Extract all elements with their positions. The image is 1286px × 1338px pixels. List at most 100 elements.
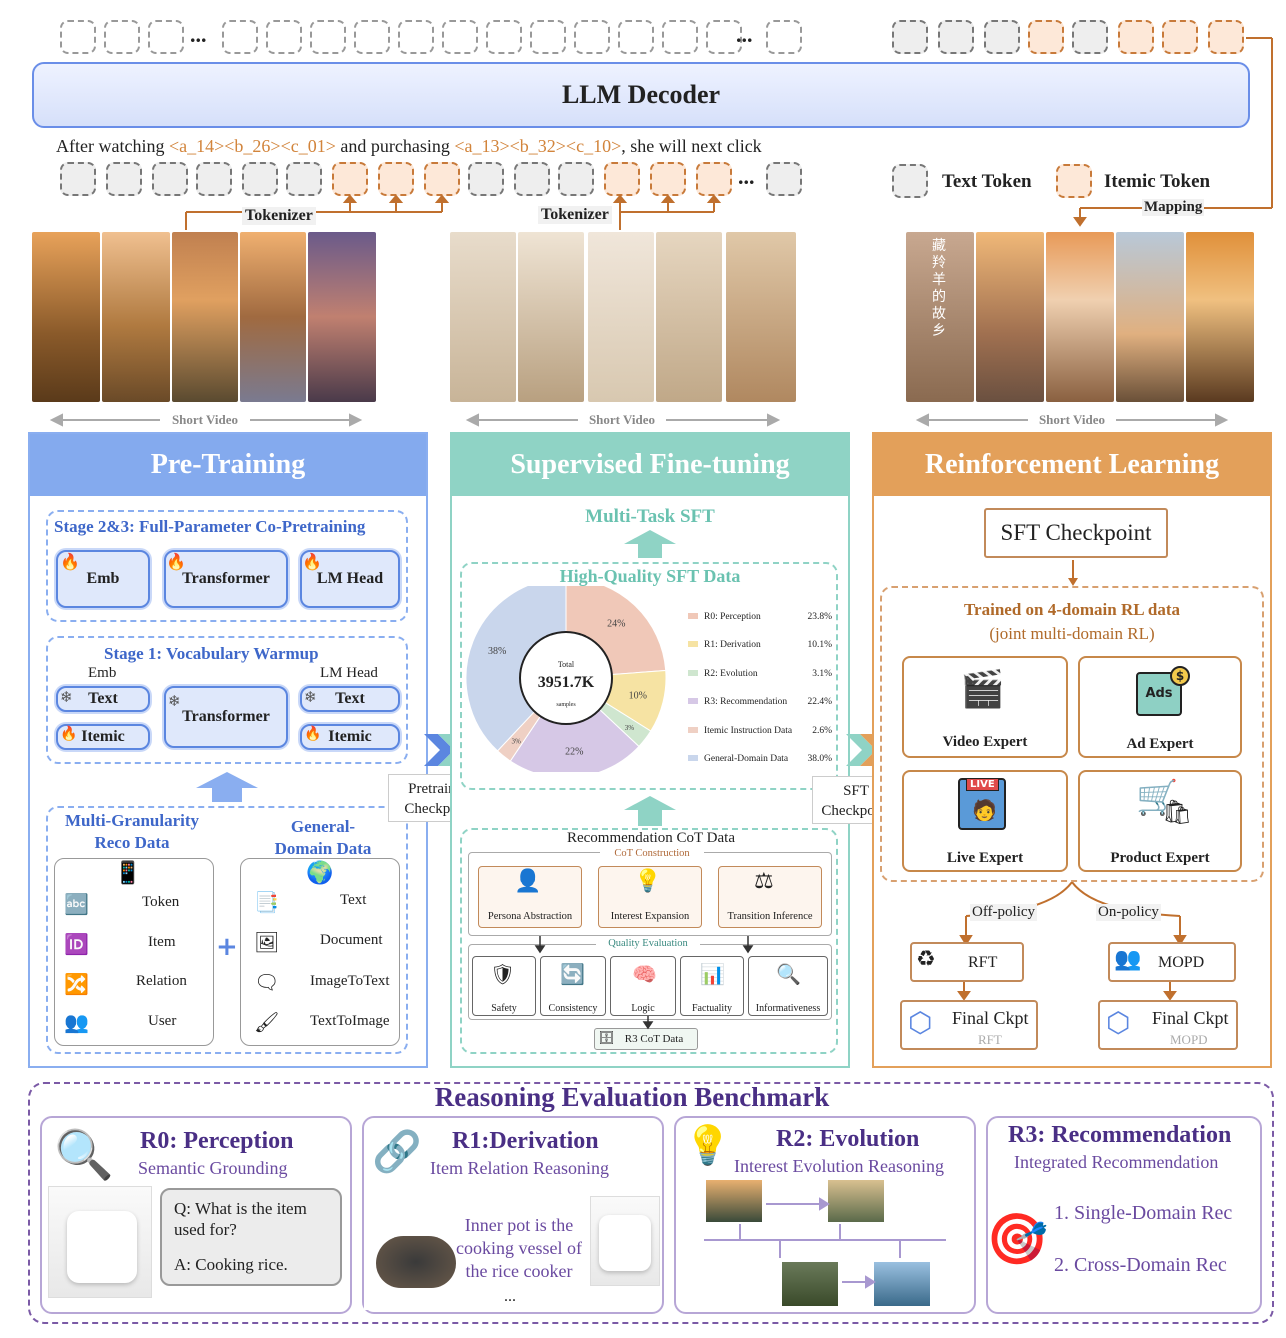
fire-icon: 🔥 — [166, 552, 186, 572]
r1-subtitle: Item Relation Reasoning — [430, 1158, 609, 1179]
pie-slice-label: 38% — [488, 646, 506, 657]
itemic-token-legend: Itemic Token — [1104, 171, 1210, 193]
video-frame — [518, 232, 584, 402]
video-frame — [976, 232, 1044, 402]
warmup-transformer: Transformer — [164, 686, 288, 748]
lmhead-itemic-label: Itemic — [328, 728, 372, 746]
persona-icon: 👤 — [514, 868, 541, 894]
tokenizer-connectors — [0, 0, 1286, 240]
final-ckpt-sub: MOPD — [1170, 1032, 1208, 1048]
target-icon: 🎯 — [986, 1210, 1048, 1269]
pie-slice-label: 24% — [607, 619, 625, 630]
r0-title: R0: Perception — [140, 1128, 294, 1155]
database-icon: 🗄 — [598, 1030, 615, 1046]
down-arrow-icon — [1066, 560, 1080, 588]
pie-legend-item: General-Domain Data38.0% — [688, 754, 832, 764]
legend-label: R2: Evolution — [704, 669, 758, 679]
tokenizer-label: Tokenizer — [242, 207, 316, 225]
up-arrow-icon — [624, 796, 676, 826]
fire-icon: 🔥 — [302, 552, 322, 572]
qa-bubble: Q: What is the item used for? A: Cooking… — [160, 1188, 342, 1286]
sft-checkpoint-box: SFT Checkpoint — [984, 508, 1168, 558]
text-token-legend-swatch — [892, 164, 928, 198]
coin-icon: $ — [1170, 666, 1190, 686]
video-frame — [1116, 232, 1184, 402]
final-ckpt-label: Final Ckpt — [952, 1008, 1029, 1029]
r3-item-single: 1. Single-Domain Rec — [1054, 1202, 1232, 1225]
legend-label: Itemic Instruction Data — [704, 726, 792, 736]
cot-data-title: Recommendation CoT Data — [538, 830, 764, 847]
r2-title: R2: Evolution — [776, 1126, 919, 1153]
legend-swatch — [688, 727, 698, 733]
video-frame: 藏羚羊的故乡 — [906, 232, 974, 402]
multi-granularity-title: Multi-Granularity Reco Data — [56, 810, 208, 854]
fire-icon: 🔥 — [304, 726, 321, 743]
legend-value: 3.1% — [812, 669, 832, 679]
cot-flow-arrows — [460, 920, 840, 1032]
general-item: TextToImage — [310, 1013, 390, 1030]
up-arrow-icon — [624, 530, 676, 558]
idea-gear-icon: 💡 — [684, 1124, 731, 1168]
short-video-label: Short Video — [160, 412, 250, 428]
reco-item: Token — [142, 894, 179, 911]
rice-cooker-image — [48, 1186, 152, 1298]
reco-item: Relation — [136, 973, 187, 990]
item-ad-icon: 🆔 — [64, 932, 89, 957]
text-doc-icon: 📑 — [254, 890, 279, 915]
expert-label: Video Expert — [943, 734, 1028, 750]
scale-icon: ⚖ — [754, 868, 774, 894]
stage1-title: Stage 1: Vocabulary Warmup — [104, 644, 319, 664]
text-token-legend: Text Token — [942, 171, 1032, 193]
general-item: ImageToText — [310, 973, 390, 990]
fire-icon: 🔥 — [60, 726, 77, 743]
legend-swatch — [688, 698, 698, 704]
legend-label: R1: Derivation — [704, 640, 761, 650]
rice-cooker-image-small — [590, 1196, 660, 1286]
pie-slice-label: 10% — [629, 691, 647, 702]
video-frame — [172, 232, 238, 402]
pie-legend-item: R0: Perception 23.8% — [688, 612, 832, 622]
r3-subtitle: Integrated Recommendation — [1014, 1152, 1218, 1173]
pie-legend-item: R3: Recommendation22.4% — [688, 697, 832, 707]
legend-swatch — [688, 613, 698, 619]
transformer-label: Transformer — [182, 570, 270, 588]
text-to-image-icon: 🖌 — [254, 1010, 279, 1035]
cot-construction-label: CoT Construction — [600, 848, 704, 859]
streamer-icon: 🧑 — [972, 798, 997, 823]
itemic-token-legend-swatch — [1056, 164, 1092, 198]
short-video-label: Short Video — [1028, 412, 1116, 428]
legend-label: General-Domain Data — [704, 754, 788, 764]
pie-legend-item: R2: Evolution 3.1% — [688, 669, 832, 679]
video-overlay-text: 藏羚羊的故乡 — [932, 238, 950, 340]
short-video-label: Short Video — [578, 412, 666, 428]
warmup-transformer-label: Transformer — [182, 708, 270, 726]
lmhead-text-label: Text — [335, 690, 365, 708]
rft-label: RFT — [968, 954, 997, 971]
cube-icon: ⬡ — [1106, 1006, 1130, 1040]
stage23-title: Stage 2&3: Full-Parameter Co-Pretraining — [54, 517, 365, 537]
mopd-label: MOPD — [1158, 954, 1204, 971]
video-frame — [588, 232, 654, 402]
pretraining-title: Pre-Training — [30, 434, 426, 496]
r0-subtitle: Semantic Grounding — [138, 1158, 287, 1179]
pie-legend-item: R1: Derivation10.1% — [688, 640, 832, 650]
evolution-timeline — [700, 1196, 950, 1296]
lm-head-label: LM Head — [317, 570, 383, 588]
live-screen-icon: LIVE 🧑 — [958, 778, 1006, 830]
video-frame — [240, 232, 306, 402]
legend-swatch — [688, 755, 698, 761]
sft-title: Supervised Fine-tuning — [452, 434, 848, 496]
expert-label: Live Expert — [947, 850, 1023, 866]
legend-label: R0: Perception — [704, 612, 761, 622]
legend-value: 23.8% — [807, 612, 832, 622]
rl-title: Reinforcement Learning — [874, 434, 1270, 496]
video-frame — [32, 232, 100, 402]
clapperboard-icon: 🎬 — [960, 668, 1005, 710]
video-frame — [102, 232, 170, 402]
final-ckpt-label: Final Ckpt — [1152, 1008, 1229, 1029]
joint-rl-label: (joint multi-domain RL) — [880, 624, 1264, 644]
answer-text: A: Cooking rice. — [174, 1254, 328, 1275]
pie-total-label: Total — [520, 660, 612, 669]
expert-label: Product Expert — [1110, 850, 1209, 866]
